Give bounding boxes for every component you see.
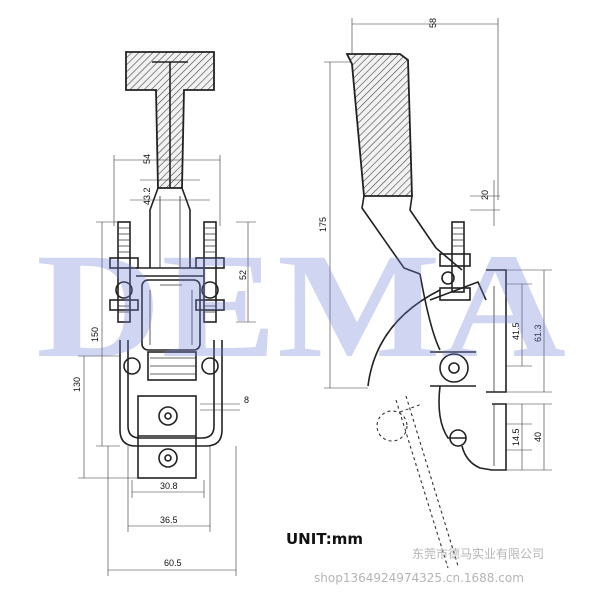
dim-30-8: 30.8 — [160, 481, 178, 491]
front-stud-left — [109, 221, 139, 323]
dim-40: 40 — [533, 432, 543, 442]
dim-54: 54 — [142, 154, 152, 164]
dim-41-5: 41.5 — [511, 322, 521, 340]
front-dimension-labels: 54 43.2 52 150 130 8 30.8 36.5 60.5 — [72, 154, 249, 568]
side-handle-grip — [345, 53, 413, 197]
dim-14-5: 14.5 — [511, 428, 521, 446]
watermark-text: DEMA — [36, 223, 566, 389]
dim-20: 20 — [480, 190, 490, 200]
side-pivot-pin — [439, 353, 469, 383]
front-view — [109, 51, 225, 479]
dim-58: 58 — [428, 18, 438, 28]
shop-url: shop1364924974325.cn.1688.com — [314, 571, 524, 585]
dim-175: 175 — [318, 217, 328, 232]
dim-52: 52 — [238, 270, 248, 280]
company-name: 东莞市德马实业有限公司 — [412, 546, 544, 561]
front-stud-right — [195, 221, 225, 323]
dim-36-5: 36.5 — [160, 515, 178, 525]
dim-60-5: 60.5 — [164, 558, 182, 568]
front-dimensions — [78, 155, 256, 576]
dim-130: 130 — [72, 377, 82, 392]
dim-150: 150 — [90, 327, 100, 342]
side-dimensions — [324, 18, 552, 471]
side-view — [345, 53, 507, 569]
dim-43-2: 43.2 — [142, 187, 152, 205]
dim-8: 8 — [244, 395, 249, 405]
unit-label: UNIT:mm — [286, 530, 363, 548]
side-dimension-labels: 58 175 20 41.5 61.3 14.5 40 — [318, 18, 543, 446]
dim-61-3: 61.3 — [533, 324, 543, 342]
